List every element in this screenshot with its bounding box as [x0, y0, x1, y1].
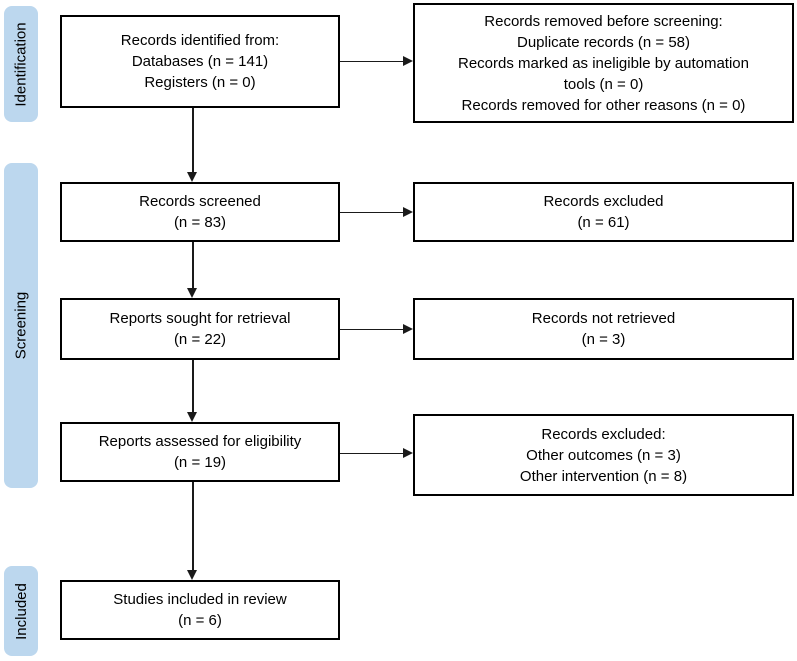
- arrow-right-identified-to-removed: [340, 56, 413, 65]
- box-line: (n = 22): [173, 331, 227, 348]
- box-line: Records marked as ineligible by automati…: [458, 54, 749, 72]
- box-line: Records excluded:: [541, 425, 666, 443]
- arrow-down-assessed-to-included: [188, 482, 196, 580]
- arrow-right-sought-to-not-retrieved: [340, 324, 413, 333]
- box-line: Records not retrieved: [531, 310, 676, 327]
- box-reports-assessed-for-eligibility: Reports assessed for eligibility (n = 19…: [60, 422, 340, 482]
- box-line: Databases (n = 141): [131, 53, 269, 70]
- box-line: (n = 3): [581, 331, 626, 348]
- box-reports-sought-for-retrieval: Reports sought for retrieval (n = 22): [60, 298, 340, 360]
- arrow-right-assessed-to-excluded-reasons: [340, 448, 413, 457]
- phase-label-text: Identification: [12, 21, 30, 107]
- box-line: Reports sought for retrieval: [109, 310, 291, 327]
- box-line: Records removed before screening:: [484, 12, 723, 30]
- box-line: Studies included in review: [113, 591, 287, 608]
- box-line: Records screened: [139, 193, 261, 210]
- arrow-down-screened-to-sought: [188, 242, 196, 298]
- arrow-down-identified-to-screened: [188, 108, 196, 182]
- box-records-removed-before-screening: Records removed before screening: Duplic…: [413, 3, 794, 123]
- box-line: (n = 19): [173, 454, 227, 471]
- box-records-not-retrieved: Records not retrieved (n = 3): [413, 298, 794, 360]
- box-records-excluded-reasons: Records excluded: Other outcomes (n = 3)…: [413, 414, 794, 496]
- box-line: (n = 83): [173, 214, 227, 231]
- box-line: Reports assessed for eligibility: [98, 433, 302, 450]
- box-line: Records removed for other reasons (n = 0…: [461, 96, 746, 114]
- box-line: Records identified from:: [120, 32, 280, 49]
- phase-label-text: Included: [12, 582, 30, 640]
- box-line: (n = 61): [577, 214, 630, 231]
- phase-label-screening: Screening: [4, 163, 38, 488]
- phase-label-included: Included: [4, 566, 38, 656]
- phase-label-identification: Identification: [4, 6, 38, 122]
- arrow-right-screened-to-excluded: [340, 207, 413, 216]
- box-line: Records excluded: [543, 193, 664, 210]
- box-records-identified: Records identified from: Databases (n = …: [60, 15, 340, 108]
- phase-label-text: Screening: [12, 291, 30, 360]
- box-line: Duplicate records (n = 58): [517, 33, 690, 51]
- box-records-screened: Records screened (n = 83): [60, 182, 340, 242]
- box-studies-included-in-review: Studies included in review (n = 6): [60, 580, 340, 640]
- box-line: Other outcomes (n = 3): [526, 446, 681, 464]
- box-line: Other intervention (n = 8): [519, 467, 688, 485]
- box-line: Registers (n = 0): [144, 74, 256, 91]
- arrow-down-sought-to-assessed: [188, 360, 196, 422]
- box-line: (n = 6): [178, 612, 222, 629]
- box-records-excluded: Records excluded (n = 61): [413, 182, 794, 242]
- box-line: tools (n = 0): [563, 75, 644, 93]
